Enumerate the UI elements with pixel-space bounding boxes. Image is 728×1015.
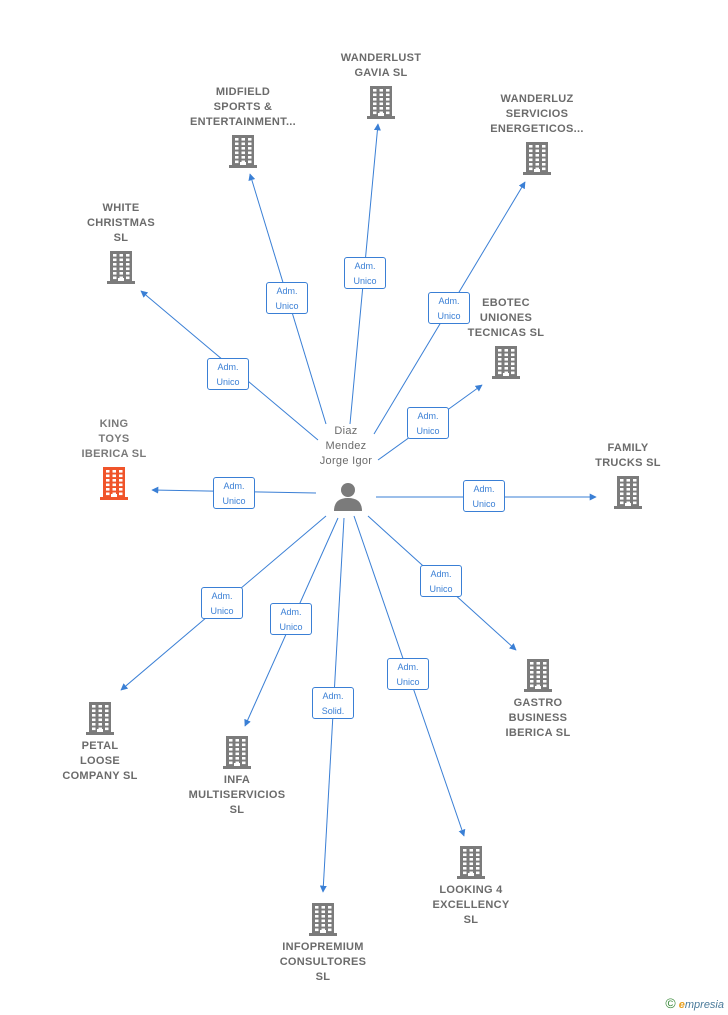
company-label: LOOKING 4 EXCELLENCY SL <box>432 884 510 926</box>
role-badge-petal[interactable]: Adm. Unico <box>201 587 243 619</box>
role-line-1: Adm. <box>322 691 344 701</box>
brand-rest: mpresia <box>684 999 724 1011</box>
building-icon <box>523 142 551 175</box>
role-badge-looking[interactable]: Adm. Unico <box>387 658 429 690</box>
role-line-1: Adm. <box>217 362 239 372</box>
company-label: WANDERLUST GAVIA SL <box>340 52 422 79</box>
center-name-line-1: Diaz <box>334 425 358 437</box>
role-line-2: Unico <box>279 622 303 632</box>
company-node-king[interactable]: KING TOYS IBERICA SL <box>39 417 189 504</box>
role-line-2: Unico <box>429 584 453 594</box>
role-line-2: Solid. <box>321 706 345 716</box>
company-label: MIDFIELD SPORTS & ENTERTAINMENT... <box>189 86 297 128</box>
building-icon <box>614 476 642 509</box>
company-node-gastro[interactable]: GASTRO BUSINESS IBERICA SL <box>463 654 613 741</box>
company-node-white[interactable]: WHITE CHRISTMAS SL <box>46 201 196 288</box>
role-line-1: Adm. <box>354 261 376 271</box>
company-label: EBOTEC UNIONES TECNICAS SL <box>467 297 545 339</box>
role-badge-wanderlust[interactable]: Adm. Unico <box>344 257 386 289</box>
company-label: WHITE CHRISTMAS SL <box>86 202 156 244</box>
company-node-petal[interactable]: PETAL LOOSE COMPANY SL <box>25 697 175 784</box>
role-badge-ebotec[interactable]: Adm. Unico <box>407 407 449 439</box>
building-icon <box>107 251 135 284</box>
role-line-1: Adm. <box>276 286 298 296</box>
role-badge-family[interactable]: Adm. Unico <box>463 480 505 512</box>
role-line-2: Unico <box>210 606 234 616</box>
role-badge-infa[interactable]: Adm. Unico <box>270 603 312 635</box>
person-icon[interactable] <box>332 480 364 512</box>
role-badge-king[interactable]: Adm. Unico <box>213 477 255 509</box>
building-icon <box>457 846 485 879</box>
role-line-2: Unico <box>275 301 299 311</box>
center-name-line-2: Mendez <box>325 440 367 452</box>
company-label: INFA MULTISERVICIOS SL <box>188 774 286 816</box>
brand-logo[interactable]: empresia <box>679 999 724 1011</box>
role-line-1: Adm. <box>223 481 245 491</box>
brand-first-letter: e <box>678 999 685 1011</box>
company-node-infopremium[interactable]: INFOPREMIUM CONSULTORES SL <box>248 898 398 985</box>
company-label: FAMILY TRUCKS SL <box>595 442 661 469</box>
role-line-1: Adm. <box>430 569 452 579</box>
role-badge-gastro[interactable]: Adm. Unico <box>420 565 462 597</box>
company-label: INFOPREMIUM CONSULTORES SL <box>279 941 367 983</box>
building-icon <box>524 659 552 692</box>
building-icon <box>229 135 257 168</box>
center-name-line-3: Jorge Igor <box>319 455 373 467</box>
company-label: PETAL LOOSE COMPANY SL <box>62 740 138 782</box>
role-line-2: Unico <box>437 311 461 321</box>
role-line-2: Unico <box>416 426 440 436</box>
company-node-infa[interactable]: INFA MULTISERVICIOS SL <box>162 731 312 818</box>
company-node-wanderlust[interactable]: WANDERLUST GAVIA SL <box>306 51 456 123</box>
role-line-1: Adm. <box>417 411 439 421</box>
company-node-wanderluz[interactable]: WANDERLUZ SERVICIOS ENERGETICOS... <box>462 92 612 179</box>
copyright-icon: © <box>665 995 676 1011</box>
company-label: WANDERLUZ SERVICIOS ENERGETICOS... <box>490 93 584 135</box>
copyright-brand: © empresia <box>665 995 724 1011</box>
building-icon <box>86 702 114 735</box>
role-line-2: Unico <box>353 276 377 286</box>
company-node-midfield[interactable]: MIDFIELD SPORTS & ENTERTAINMENT... <box>168 85 318 172</box>
company-label: GASTRO BUSINESS IBERICA SL <box>505 697 571 739</box>
role-line-2: Unico <box>216 377 240 387</box>
building-icon <box>309 903 337 936</box>
role-badge-midfield[interactable]: Adm. Unico <box>266 282 308 314</box>
company-node-looking[interactable]: LOOKING 4 EXCELLENCY SL <box>396 841 546 928</box>
building-icon <box>367 86 395 119</box>
role-line-1: Adm. <box>397 662 419 672</box>
role-badge-wanderluz[interactable]: Adm. Unico <box>428 292 470 324</box>
role-line-1: Adm. <box>438 296 460 306</box>
company-node-family[interactable]: FAMILY TRUCKS SL <box>553 441 703 513</box>
center-person-label: Diaz Mendez Jorge Igor <box>296 424 396 469</box>
building-icon <box>100 467 128 500</box>
role-line-1: Adm. <box>211 591 233 601</box>
role-line-2: Unico <box>472 499 496 509</box>
role-line-2: Unico <box>396 677 420 687</box>
building-icon <box>223 736 251 769</box>
role-line-1: Adm. <box>473 484 495 494</box>
company-label: KING TOYS IBERICA SL <box>81 418 147 460</box>
role-line-1: Adm. <box>280 607 302 617</box>
building-icon <box>492 346 520 379</box>
role-badge-infopremium[interactable]: Adm. Solid. <box>312 687 354 719</box>
role-line-2: Unico <box>222 496 246 506</box>
role-badge-white[interactable]: Adm. Unico <box>207 358 249 390</box>
company-node-ebotec[interactable]: EBOTEC UNIONES TECNICAS SL <box>431 296 581 383</box>
